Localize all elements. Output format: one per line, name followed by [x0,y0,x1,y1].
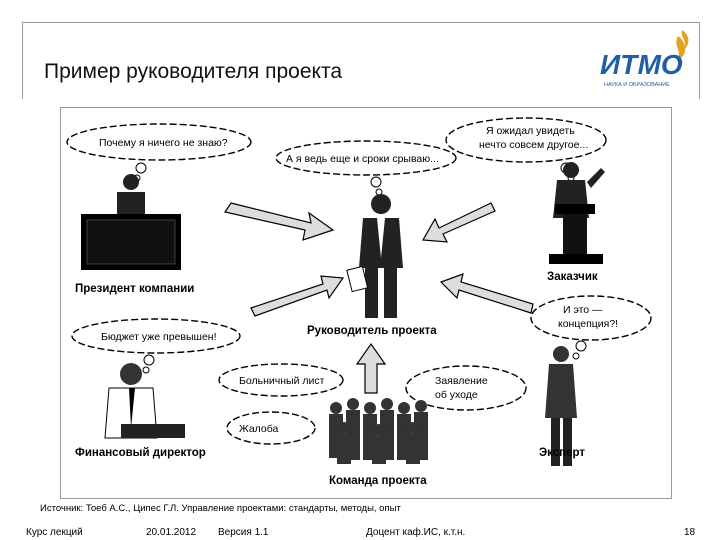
label-project-team: Команда проекта [329,475,427,487]
footer-course: Курс лекций [26,527,83,538]
bubble-concept-line2: концепция?! [558,318,618,330]
label-finance-director: Финансовый директор [75,447,206,459]
arrow-from-finance [250,275,345,317]
source-citation: Источник: Тоеб А.С., Ципес Г.Л. Управлен… [40,503,401,514]
footer-page-number: 18 [684,527,696,538]
logo-flame-icon [676,30,689,62]
president-figure [81,174,181,270]
bubble-sick-leave: Больничный лист [218,363,344,397]
project-team-figure [329,398,428,464]
footer-version: Версия 1.1 [218,527,269,538]
bubble-resignation: Заявление об уходе [405,365,527,411]
bubble-why-dont-know: Почему я ничего не знаю? [66,123,252,182]
title-frame [22,22,700,99]
arrow-from-customer [422,202,496,243]
bubble-deadlines: А я ведь еще и сроки срываю... [275,140,457,196]
label-customer: Заказчик [547,271,598,283]
finance-director-figure [104,363,185,439]
project-manager-diagram: Почему я ничего не знаю? Я ожидал увидет… [60,107,672,499]
footer-author: Доцент каф.ИС, к.т.н. [366,527,466,538]
bubble-expected-line1: Я ожидал увидеть [486,125,575,137]
itmo-logo: ИТМО НАУКА И ОБРАЗОВАНИЕ [600,30,689,88]
bubble-sick-leave-text: Больничный лист [239,375,325,387]
arrow-from-team [355,342,387,394]
bubble-why-dont-know-text: Почему я ничего не знаю? [99,137,228,149]
bubble-resignation-line1: Заявление [435,375,488,387]
expert-figure [545,346,577,466]
logo-subtext: НАУКА И ОБРАЗОВАНИЕ [604,82,670,88]
bubble-concept-line1: И это — [563,304,603,316]
arrow-from-expert [439,273,534,314]
label-project-manager: Руководитель проекта [307,325,437,337]
bubble-deadlines-text: А я ведь еще и сроки срываю... [286,153,439,165]
customer-figure [549,162,605,264]
bubble-expected: Я ожидал увидеть нечто совсем другое... [445,117,607,182]
bubble-budget-text: Бюджет уже превышен! [101,331,217,343]
bubble-expected-line2: нечто совсем другое... [479,139,588,151]
slide-title: Пример руководителя проекта [44,60,343,83]
arrow-from-president [224,202,335,241]
bubble-budget: Бюджет уже превышен! [71,318,241,374]
bubble-resignation-line2: об уходе [435,389,478,401]
bubble-complaint: Жалоба [226,411,316,445]
project-manager-figure [346,194,403,318]
bubble-complaint-text: Жалоба [239,423,279,435]
footer-date: 20.01.2012 [146,527,197,538]
label-expert: Эксперт [539,447,585,459]
logo-text: ИТМО [600,49,683,80]
label-president: Президент компании [75,283,194,295]
bubble-concept: И это — концепция?! [530,295,652,360]
